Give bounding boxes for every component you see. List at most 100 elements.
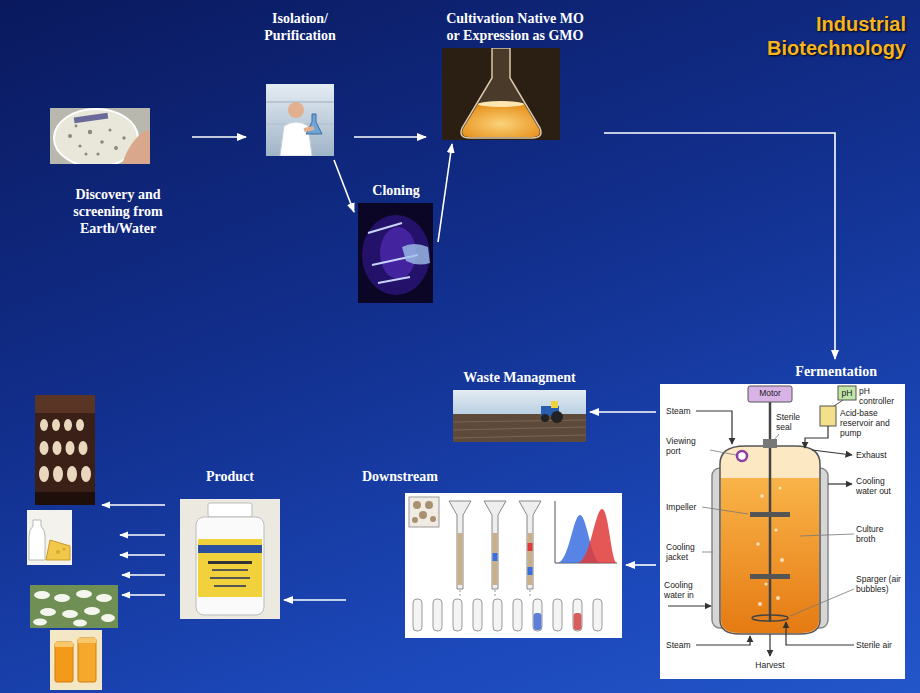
flow-arrow — [284, 599, 346, 601]
drawing-part — [449, 501, 541, 589]
drawing-part — [40, 608, 56, 616]
drawing-part — [453, 435, 586, 438]
drawing-part — [54, 594, 70, 602]
drawing-part — [750, 512, 790, 517]
drawing-part — [453, 420, 586, 438]
drawing-part — [534, 613, 542, 630]
drawing-part — [67, 466, 77, 482]
step-picture — [358, 203, 433, 303]
part-label: Steam — [666, 406, 696, 416]
drawing-part — [769, 634, 770, 656]
drawing-part — [56, 550, 60, 554]
drawing-part — [402, 244, 430, 265]
drawing-part — [304, 128, 314, 130]
drawing-part — [30, 585, 118, 628]
drawing-part — [495, 590, 496, 597]
drawing-part — [73, 620, 87, 627]
drawing-part — [453, 427, 586, 430]
drawing-part — [66, 441, 75, 455]
drawing-part — [27, 510, 72, 565]
drawing-part — [551, 401, 558, 408]
drawing-part — [541, 414, 549, 422]
drawing-part — [453, 599, 462, 631]
drawing-part — [442, 48, 560, 140]
drawing-part — [55, 642, 73, 682]
drawing-part — [85, 153, 88, 156]
drawing-part — [100, 140, 104, 144]
drawing-part — [430, 516, 436, 522]
isolation-step: Isolation/ Purification — [250, 10, 350, 156]
drawing-part — [210, 577, 250, 579]
drawing-part — [805, 426, 828, 448]
drawing-part — [702, 507, 748, 514]
drawing-part — [52, 419, 60, 431]
drawing-part — [838, 386, 856, 400]
drawing-part — [834, 400, 843, 406]
drawing-part — [752, 615, 788, 621]
drawing-part — [528, 543, 533, 551]
drawing-part — [96, 152, 99, 155]
step-caption: Product — [180, 468, 280, 485]
drawing-part — [748, 386, 792, 402]
drawing-part — [493, 533, 498, 585]
drawing-part — [266, 84, 334, 156]
step-picture — [453, 390, 586, 442]
drawing-part — [368, 223, 402, 233]
drawing-part — [820, 406, 836, 426]
waste-step: Waste Managment — [453, 369, 586, 442]
drawing-part — [433, 599, 442, 631]
step-caption: Cloning — [358, 182, 434, 199]
drawing-part — [574, 613, 582, 630]
part-label: Culture broth — [856, 524, 902, 544]
field-photo — [453, 390, 586, 442]
drawing-part — [528, 567, 533, 575]
drawing-part — [696, 636, 750, 645]
drawing-part — [763, 439, 777, 448]
drawing-part — [758, 602, 762, 606]
drawing-part — [413, 599, 602, 631]
drawing-part — [779, 487, 782, 490]
part-label: Cooling water out — [856, 476, 902, 496]
pills-photo — [30, 585, 118, 628]
drawing-part — [419, 511, 427, 519]
product-step: Product — [180, 468, 280, 619]
flow-arrow — [604, 133, 835, 359]
step-caption: Isolation/ Purification — [250, 10, 350, 44]
drawing-part — [50, 630, 102, 690]
part-label: Motor — [748, 388, 792, 398]
dairy-photo — [27, 510, 72, 565]
drawing-part — [449, 501, 471, 589]
drawing-part — [78, 638, 96, 682]
drawing-part — [533, 599, 542, 631]
drawing-part — [756, 542, 760, 546]
drawing-part — [198, 545, 262, 553]
drawing-part — [453, 414, 586, 442]
drawing-part — [101, 614, 115, 622]
drawing-part — [453, 420, 586, 422]
drawing-part — [453, 390, 586, 416]
drawing-part — [266, 101, 334, 103]
flow-arrow — [590, 411, 656, 413]
drawing-part — [288, 102, 304, 108]
drawing-part — [405, 493, 622, 638]
step-picture — [405, 493, 622, 638]
drawing-part — [109, 129, 112, 132]
chromatography-figure — [405, 493, 622, 638]
drawing-part — [593, 599, 602, 631]
drawing-part — [102, 504, 165, 506]
drawing-part — [530, 590, 531, 597]
drawing-part — [412, 517, 418, 523]
drawing-part — [461, 48, 541, 138]
drawing-part — [35, 492, 95, 505]
step-picture — [50, 108, 150, 164]
flow-arrow — [354, 136, 426, 138]
drawing-part — [64, 419, 72, 431]
part-label: Harvest — [752, 660, 788, 670]
flow-arrow — [192, 136, 246, 138]
drawing-part — [288, 102, 304, 118]
drawing-part — [513, 599, 522, 631]
part-label: pH — [838, 388, 856, 398]
drawing-part — [555, 501, 617, 563]
drawing-part — [68, 125, 126, 156]
drawing-part — [122, 594, 165, 596]
